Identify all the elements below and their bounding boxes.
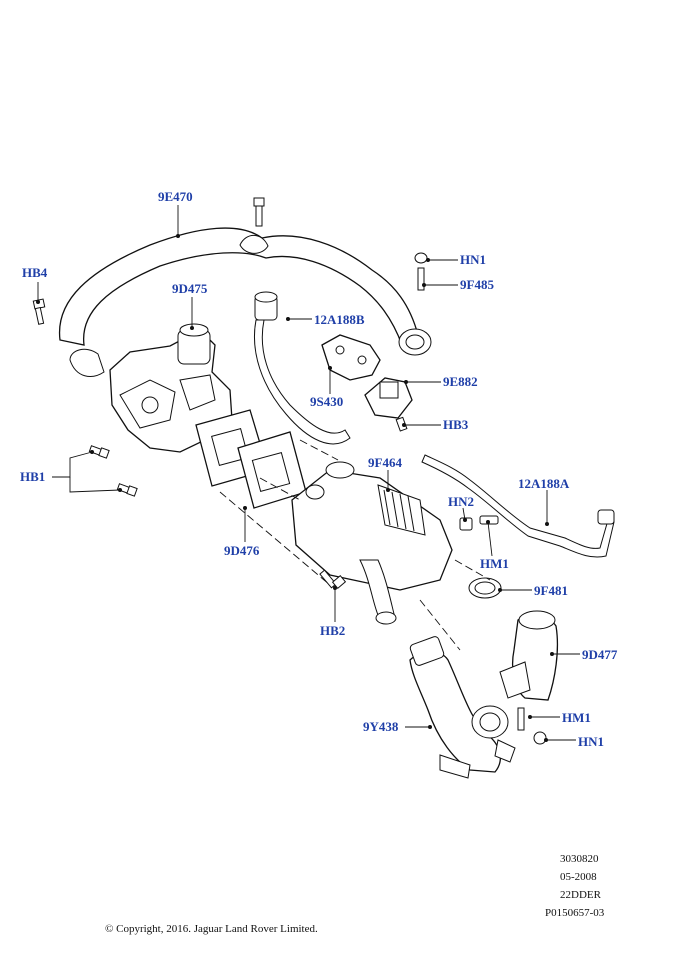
callout-9F464[interactable]: 9F464 [368, 455, 402, 470]
callout-9F481[interactable]: 9F481 [534, 583, 568, 598]
egr-pipe-9E470[interactable] [58, 227, 432, 377]
reference-code: 3030820 [560, 853, 599, 865]
sensor-12A188A[interactable] [421, 454, 615, 558]
callout-HM1-mid[interactable]: HM1 [480, 556, 509, 571]
callout-HN1-top[interactable]: HN1 [460, 252, 486, 267]
bolt-top[interactable] [253, 197, 265, 227]
callout-HM1-bottom[interactable]: HM1 [562, 710, 591, 725]
callout-HN1-bottom[interactable]: HN1 [578, 734, 604, 749]
bolt-HB3[interactable] [395, 416, 408, 432]
callout-9D477[interactable]: 9D477 [582, 647, 618, 662]
gasket-9D476[interactable] [237, 431, 307, 509]
callout-12A188A[interactable]: 12A188A [518, 476, 570, 491]
clamp-9F481[interactable] [468, 577, 502, 599]
sensor-12A188B[interactable] [253, 291, 351, 445]
copyright-notice: © Copyright, 2016. Jaguar Land Rover Lim… [105, 923, 318, 935]
reference-date: 05-2008 [560, 871, 597, 883]
callout-12A188B[interactable]: 12A188B [314, 312, 365, 327]
bracket-9S430[interactable] [321, 334, 381, 381]
callout-HB1[interactable]: HB1 [20, 469, 46, 484]
stud-HM1-bottom[interactable] [517, 707, 525, 731]
stud-9F485[interactable] [417, 267, 425, 291]
callout-HB2[interactable]: HB2 [320, 623, 346, 638]
bolt-HB1-lower[interactable] [116, 483, 138, 497]
egr-cooler-9F464[interactable] [291, 461, 453, 625]
callout-HB3[interactable]: HB3 [443, 417, 469, 432]
reference-model: 22DDER [560, 889, 601, 901]
callout-HB4[interactable]: HB4 [22, 265, 48, 280]
callout-9Y438[interactable]: 9Y438 [363, 719, 399, 734]
callout-9D476[interactable]: 9D476 [224, 543, 260, 558]
nut-HN2[interactable] [459, 517, 473, 531]
egr-valve-9D475[interactable] [109, 323, 233, 453]
stud-HM1-mid[interactable] [479, 515, 499, 525]
reference-illustration-id: P0150657-03 [545, 907, 605, 919]
leader-lines [36, 205, 580, 742]
hose-9D477[interactable] [499, 610, 559, 701]
callout-9E470[interactable]: 9E470 [158, 189, 193, 204]
callout-9S430[interactable]: 9S430 [310, 394, 344, 409]
nut-HN1-top[interactable] [414, 252, 428, 264]
callout-HN2[interactable]: HN2 [448, 494, 474, 509]
solenoid-9E882[interactable] [364, 377, 413, 419]
bolt-HB1-upper[interactable] [88, 445, 110, 459]
callout-9D475[interactable]: 9D475 [172, 281, 208, 296]
callout-9E882[interactable]: 9E882 [443, 374, 478, 389]
callout-9F485[interactable]: 9F485 [460, 277, 494, 292]
pipe-9Y438[interactable] [409, 636, 516, 779]
nut-HN1-bottom[interactable] [533, 731, 547, 745]
